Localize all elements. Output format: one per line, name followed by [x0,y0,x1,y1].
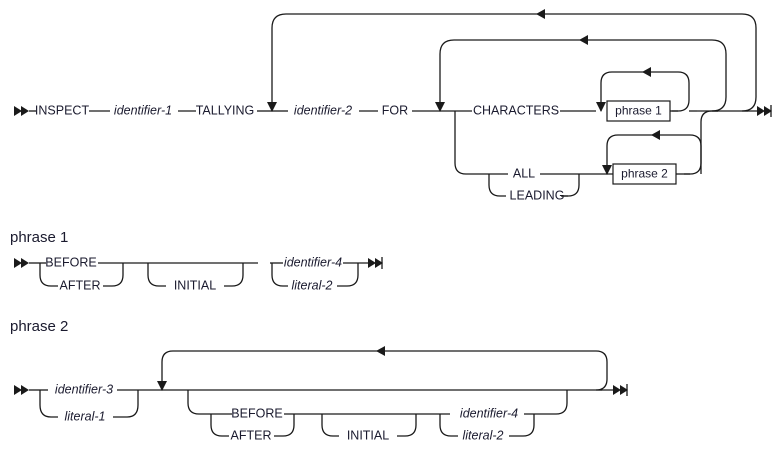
token-p2-identifier-4: identifier-4 [460,406,518,420]
token-p2-before: BEFORE [231,406,282,420]
token-inspect: INSPECT [35,103,90,117]
p1-after-branch-in [39,263,58,287]
all-leading-merge [700,110,718,174]
p1-literal2-branch-out [337,263,359,287]
phrase1-repeat-loop [600,71,690,112]
phrase-1-box-label: phrase 1 [615,104,662,118]
p2-optional-merge [545,390,568,415]
p2-beforeafter-branch-in [187,390,232,415]
p2-loop-downarrow [157,381,167,391]
phrase2-repeat-loop [606,134,702,175]
p2-repeat-loop [161,350,608,391]
token-p1-initial: INITIAL [174,278,216,292]
p2-initial-branch-in [321,414,339,437]
main-diagram: INSPECT identifier-1 TALLYING identifier… [14,9,772,202]
token-all: ALL [513,166,535,180]
p2-after-branch-in [210,414,229,437]
phrase-1-diagram: phrase 1 BEFORE AFTER INITIAL identifier… [10,229,383,292]
leading-branch-in [488,174,506,197]
outer-loop-downarrow [267,102,277,112]
p1-initial-branch-in [147,263,166,287]
phrase-2-diagram: phrase 2 identifier-3 literal-1 BEFORE A… [10,318,628,442]
token-p2-initial: INITIAL [347,428,389,442]
token-p2-literal-1: literal-1 [65,409,106,423]
inner-loop-downarrow [435,102,445,112]
token-tallying: TALLYING [196,103,255,117]
p1-after-branch-out [103,263,124,287]
token-p1-before: BEFORE [45,255,96,269]
p2-initial-branch-out [397,414,417,437]
p2-literal2-branch-in [439,414,458,437]
token-p1-identifier-4: identifier-4 [284,255,342,269]
p2-after-branch-out [274,414,295,437]
entry-marker-phrase1 [14,258,36,268]
phrase1-loop-arrowhead [642,67,651,77]
phrase1-loop-downarrow [596,102,606,112]
token-p2-after: AFTER [231,428,272,442]
token-p2-identifier-3: identifier-3 [55,382,113,396]
p2-literal1-branch-out [113,390,139,418]
token-for: FOR [382,103,408,117]
p2-literal1-branch-in [39,390,58,418]
token-p2-literal-2: literal-2 [463,428,504,442]
phrase2-loop-arrowhead [651,130,660,140]
token-leading: LEADING [510,188,565,202]
token-p1-after: AFTER [60,278,101,292]
phrase-2-box-label: phrase 2 [621,167,668,181]
exit-marker-main [757,105,772,117]
exit-marker-phrase2 [613,384,628,396]
p1-initial-branch-out [224,263,244,287]
all-leading-branch-stem [454,111,478,175]
leading-branch-out [562,174,580,197]
p1-literal2-branch-in [271,263,288,287]
phrase2-loop-downarrow [602,165,612,175]
exit-marker-phrase1 [368,257,383,269]
outer-loop-arrowhead [536,9,545,19]
token-identifier-2: identifier-2 [294,103,352,117]
inner-repeat-loop [439,39,727,112]
entry-marker-main [14,106,36,116]
phrase-2-heading: phrase 2 [10,318,68,335]
outer-repeat-loop [271,13,757,112]
inner-loop-arrowhead [579,35,588,45]
token-characters: CHARACTERS [473,103,559,117]
phrase-1-heading: phrase 1 [10,229,68,246]
token-p1-literal-2: literal-2 [292,278,333,292]
p2-literal2-branch-out [509,414,535,437]
p2-loop-arrowhead [376,346,385,356]
token-identifier-1: identifier-1 [114,103,172,117]
entry-marker-phrase2 [14,385,36,395]
